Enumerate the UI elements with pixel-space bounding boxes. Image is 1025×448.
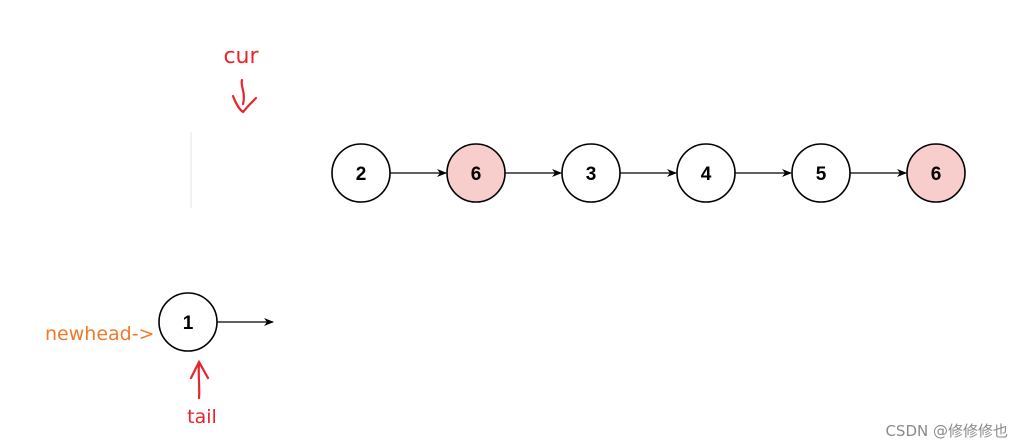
cur-annotation: cur bbox=[223, 44, 259, 114]
newhead-label: newhead-> bbox=[45, 323, 154, 345]
tail-label: tail bbox=[187, 406, 217, 428]
list-node-1-label: 2 bbox=[356, 164, 367, 185]
cur-label: cur bbox=[223, 44, 259, 69]
watermark: CSDN @修修修也 bbox=[885, 422, 1008, 440]
linked-list: 2 6 3 4 5 6 bbox=[331, 143, 966, 203]
cur-down-arrow bbox=[231, 78, 258, 114]
list-node-4-circle bbox=[676, 143, 736, 203]
list-node-6-label: 6 bbox=[931, 164, 942, 185]
list-node-3-circle bbox=[561, 143, 621, 203]
list-node-2-label: 6 bbox=[471, 164, 482, 185]
tail-up-arrow bbox=[189, 359, 210, 400]
list-node-2-circle bbox=[446, 143, 506, 203]
list-node-1-circle bbox=[331, 143, 391, 203]
list-node-4-label: 4 bbox=[701, 164, 712, 185]
list-node-5-circle bbox=[791, 143, 851, 203]
list-node-3-label: 3 bbox=[586, 164, 597, 185]
new-node-label: 1 bbox=[183, 313, 194, 334]
tail-annotation: tail bbox=[187, 359, 217, 428]
list-node-6-circle bbox=[906, 143, 966, 203]
list-node-5-label: 5 bbox=[816, 164, 827, 185]
new-list: 1 bbox=[158, 292, 274, 352]
